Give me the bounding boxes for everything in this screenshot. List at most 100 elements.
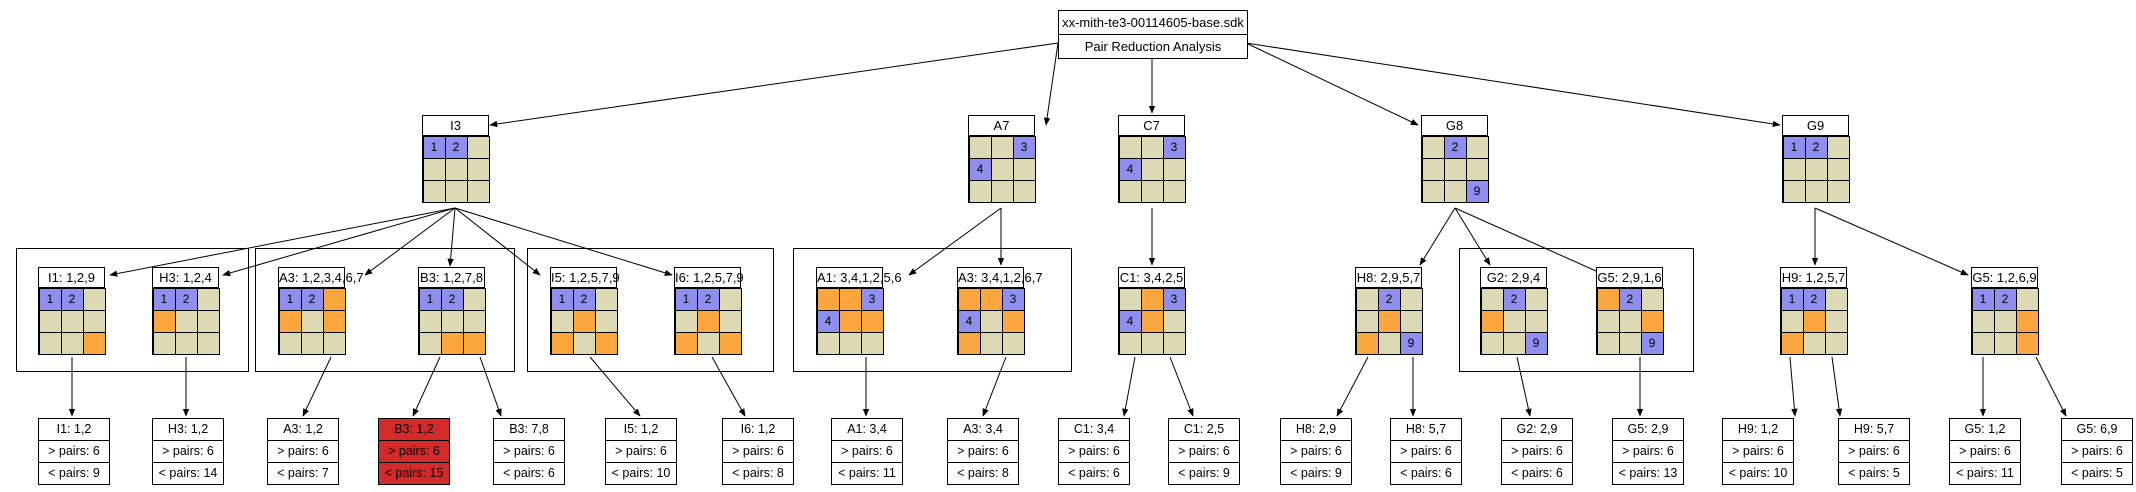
grid-cell <box>440 309 464 333</box>
grid-cell: 2 <box>1377 287 1401 311</box>
leaf-lesser-pairs: < pairs: 11 <box>1950 462 2020 484</box>
result-leaf-l6: I5: 1,2> pairs: 6< pairs: 10 <box>605 418 677 485</box>
grid-node-title: B3: 1,2,7,8 <box>418 267 485 288</box>
leaf-title: H9: 5,7 <box>1853 422 1895 436</box>
leaf-greater-pairs: > pairs: 6 <box>1281 440 1351 462</box>
grid-cell <box>174 309 198 333</box>
result-leaf-l12: H8: 2,9> pairs: 6< pairs: 9 <box>1280 418 1352 485</box>
leaf-title: G5: 6,9 <box>2076 422 2118 436</box>
grid-cell <box>860 309 884 333</box>
grid-cell <box>1118 287 1142 311</box>
cluster-i3-right <box>527 248 774 372</box>
leaf-title: G5: 2,9 <box>1627 422 1669 436</box>
grid-cell: 2 <box>1443 135 1467 159</box>
grid-cell <box>968 135 992 159</box>
result-leaf-l9: A3: 3,4> pairs: 6< pairs: 8 <box>947 418 1019 485</box>
grid-cell <box>1012 157 1036 181</box>
grid-cell <box>82 309 106 333</box>
grid-node-title: I3 <box>422 115 489 136</box>
result-leaf-l7: I6: 1,2> pairs: 6< pairs: 8 <box>722 418 794 485</box>
cluster-i3-mid <box>255 248 515 372</box>
tree-edge <box>447 207 456 267</box>
leaf-greater-pairs: > pairs: 6 <box>948 440 1018 462</box>
grid-cell <box>957 331 981 355</box>
grid-cell <box>990 179 1014 203</box>
grid-cell <box>990 135 1014 159</box>
grid-cell <box>1824 331 1848 355</box>
leaf-title: H9: 1,2 <box>1737 422 1779 436</box>
grid-cell <box>462 309 486 333</box>
result-leaf-l4: B3: 1,2> pairs: 6< pairs: 15 <box>378 418 450 485</box>
result-leaf-l19: G5: 6,9> pairs: 6< pairs: 5 <box>2061 418 2133 485</box>
grid-cell <box>2015 331 2039 355</box>
leaf-title: A3: 1,2 <box>283 422 323 436</box>
result-leaf-l3: A3: 1,2> pairs: 6< pairs: 7 <box>267 418 339 485</box>
grid-cell <box>1802 309 1826 333</box>
grid-cell <box>1780 309 1804 333</box>
tree-edge <box>1043 42 1059 126</box>
grid-cell <box>152 309 176 333</box>
grid-cell: 2 <box>1804 135 1828 159</box>
grid-cell <box>1377 309 1401 333</box>
grid-cell <box>718 287 742 311</box>
grid-cell <box>1012 179 1036 203</box>
grid-cell <box>1502 331 1526 355</box>
leaf-greater-pairs: > pairs: 6 <box>39 440 109 462</box>
result-leaf-l14: G2: 2,9> pairs: 6< pairs: 6 <box>1501 418 1573 485</box>
grid-cell <box>696 309 720 333</box>
grid-cell <box>816 331 840 355</box>
leaf-title: G2: 2,9 <box>1516 422 1558 436</box>
tree-edge <box>222 207 456 277</box>
grid-cell <box>1524 287 1548 311</box>
grid-cell <box>1399 309 1423 333</box>
grid-cell <box>1421 157 1445 181</box>
grid-cell <box>550 331 574 355</box>
grid-node-title: G8 <box>1421 115 1488 136</box>
grid-cell <box>322 331 346 355</box>
grid-cell <box>718 331 742 355</box>
grid-cell: 9 <box>1524 331 1548 355</box>
grid-cell <box>1118 331 1142 355</box>
leaf-title: A1: 3,4 <box>847 422 887 436</box>
grid-cell <box>2015 309 2039 333</box>
grid-cell <box>1465 157 1489 181</box>
leaf-greater-pairs: > pairs: 6 <box>1613 440 1683 462</box>
result-leaf-l13: H8: 5,7> pairs: 6< pairs: 6 <box>1390 418 1462 485</box>
grid-cell <box>322 287 346 311</box>
grid-cell <box>2015 287 2039 311</box>
tree-edge <box>1122 356 1136 417</box>
grid-cell <box>674 309 698 333</box>
leaf-lesser-pairs: < pairs: 8 <box>723 462 793 484</box>
tree-edge <box>1245 42 1419 126</box>
grid-node-title: C7 <box>1118 115 1185 136</box>
result-leaf-l17: H9: 5,7> pairs: 6< pairs: 5 <box>1838 418 1910 485</box>
grid-cell <box>1782 157 1806 181</box>
grid-cell <box>860 331 884 355</box>
grid-node-title: I1: 1,2,9 <box>38 267 105 288</box>
tree-edge <box>1814 207 1969 276</box>
grid-cell: 2 <box>60 287 84 311</box>
leaf-lesser-pairs: < pairs: 5 <box>1839 462 1909 484</box>
cluster-g8 <box>1459 248 1694 372</box>
leaf-lesser-pairs: < pairs: 6 <box>494 462 564 484</box>
leaf-title: B3: 1,2 <box>394 422 434 436</box>
grid-cell: 2 <box>440 287 464 311</box>
leaf-greater-pairs: > pairs: 6 <box>1723 440 1793 462</box>
grid-node-title: A7 <box>968 115 1035 136</box>
grid-node-title: H8: 2,9,5,7 <box>1355 267 1422 288</box>
leaf-title: H8: 2,9 <box>1295 422 1337 436</box>
grid-cell <box>1140 331 1164 355</box>
